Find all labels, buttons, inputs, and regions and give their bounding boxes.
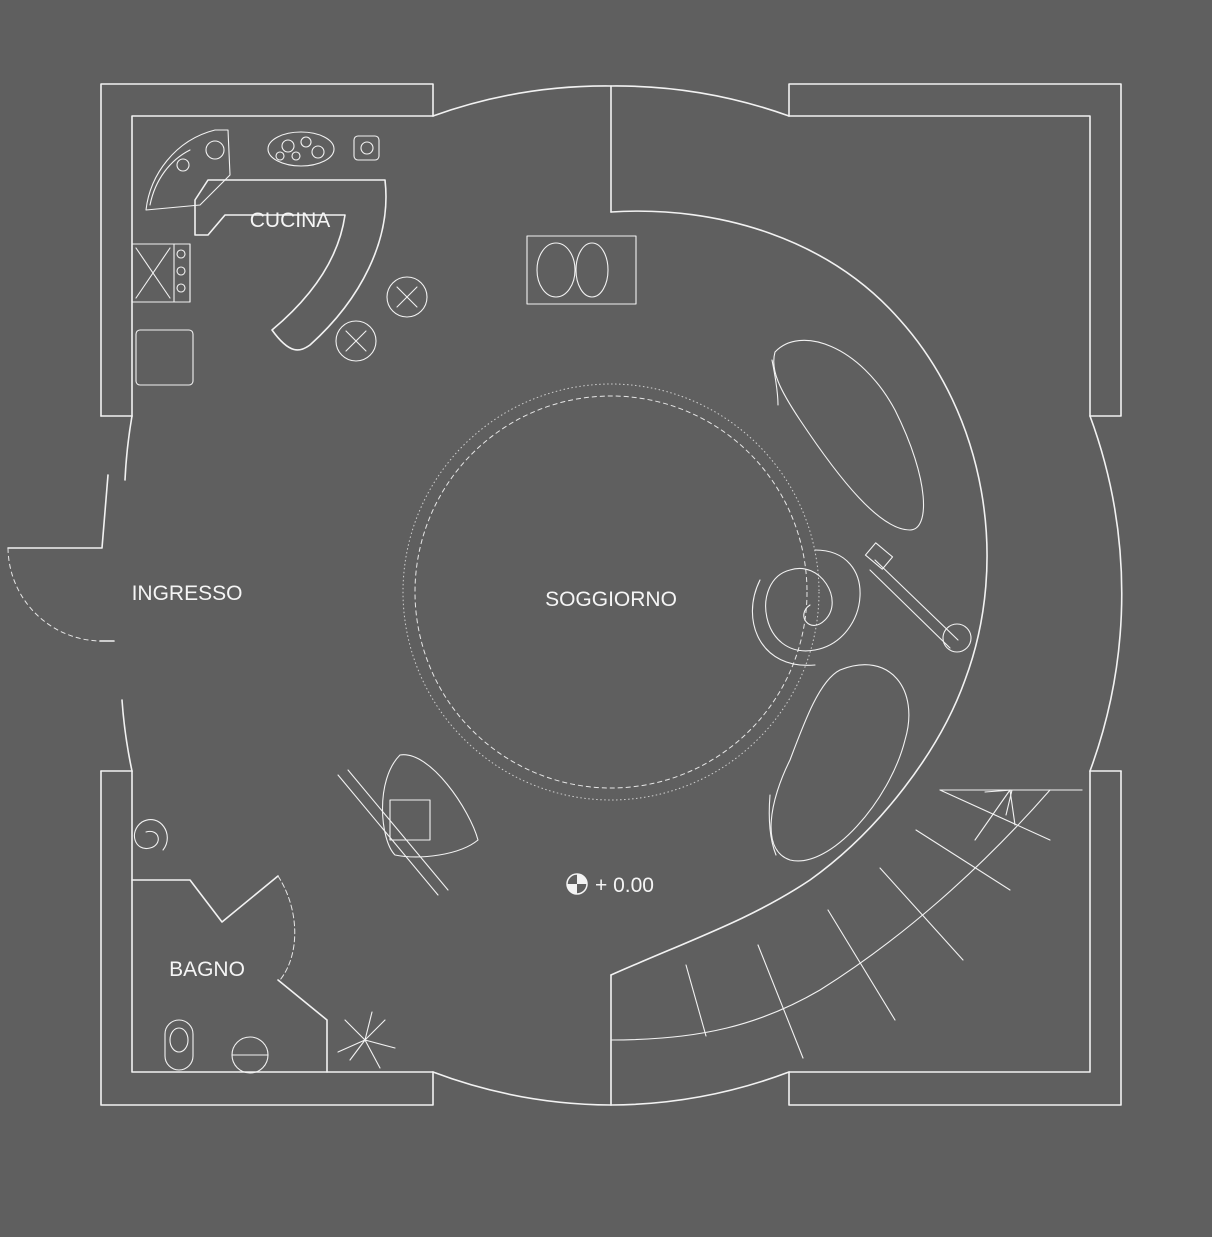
lounge-chair — [337, 754, 479, 896]
fruit-bowl — [267, 131, 335, 167]
round-rug — [402, 383, 820, 801]
kitchen-label: CUCINA — [250, 209, 331, 232]
entrance-door — [7, 474, 115, 642]
circular-wall — [121, 85, 1123, 1106]
stair — [610, 789, 1083, 1106]
living-label: SOGGIORNO — [545, 588, 677, 611]
sofa-upper — [771, 339, 924, 531]
spiral-ornament — [133, 819, 168, 851]
toilet — [164, 1019, 194, 1071]
fridge — [135, 329, 194, 386]
wall-bottom-right — [788, 770, 1122, 1106]
bathroom-walls — [131, 875, 328, 1073]
plant — [337, 1011, 396, 1069]
kitchen-sink-unit — [145, 129, 231, 211]
wall-top-left — [100, 83, 434, 417]
bidet — [231, 1036, 269, 1074]
spiral-chair — [751, 549, 861, 666]
level-marker-icon — [566, 873, 588, 895]
level-label: + 0.00 — [595, 874, 654, 897]
kitchen-counter — [194, 179, 387, 351]
bathroom-label: BAGNO — [169, 958, 245, 981]
kitchen-appliance-small — [353, 135, 380, 161]
coffee-table — [526, 235, 637, 305]
sofa-lower — [768, 664, 910, 862]
entrance-label: INGRESSO — [132, 582, 243, 605]
floor-lamp-arm — [864, 542, 972, 653]
bar-stool-2 — [335, 320, 377, 362]
stove — [131, 243, 191, 303]
wall-top-right — [788, 83, 1122, 417]
wall-bottom-left — [100, 770, 434, 1106]
bar-stool-1 — [386, 276, 428, 318]
